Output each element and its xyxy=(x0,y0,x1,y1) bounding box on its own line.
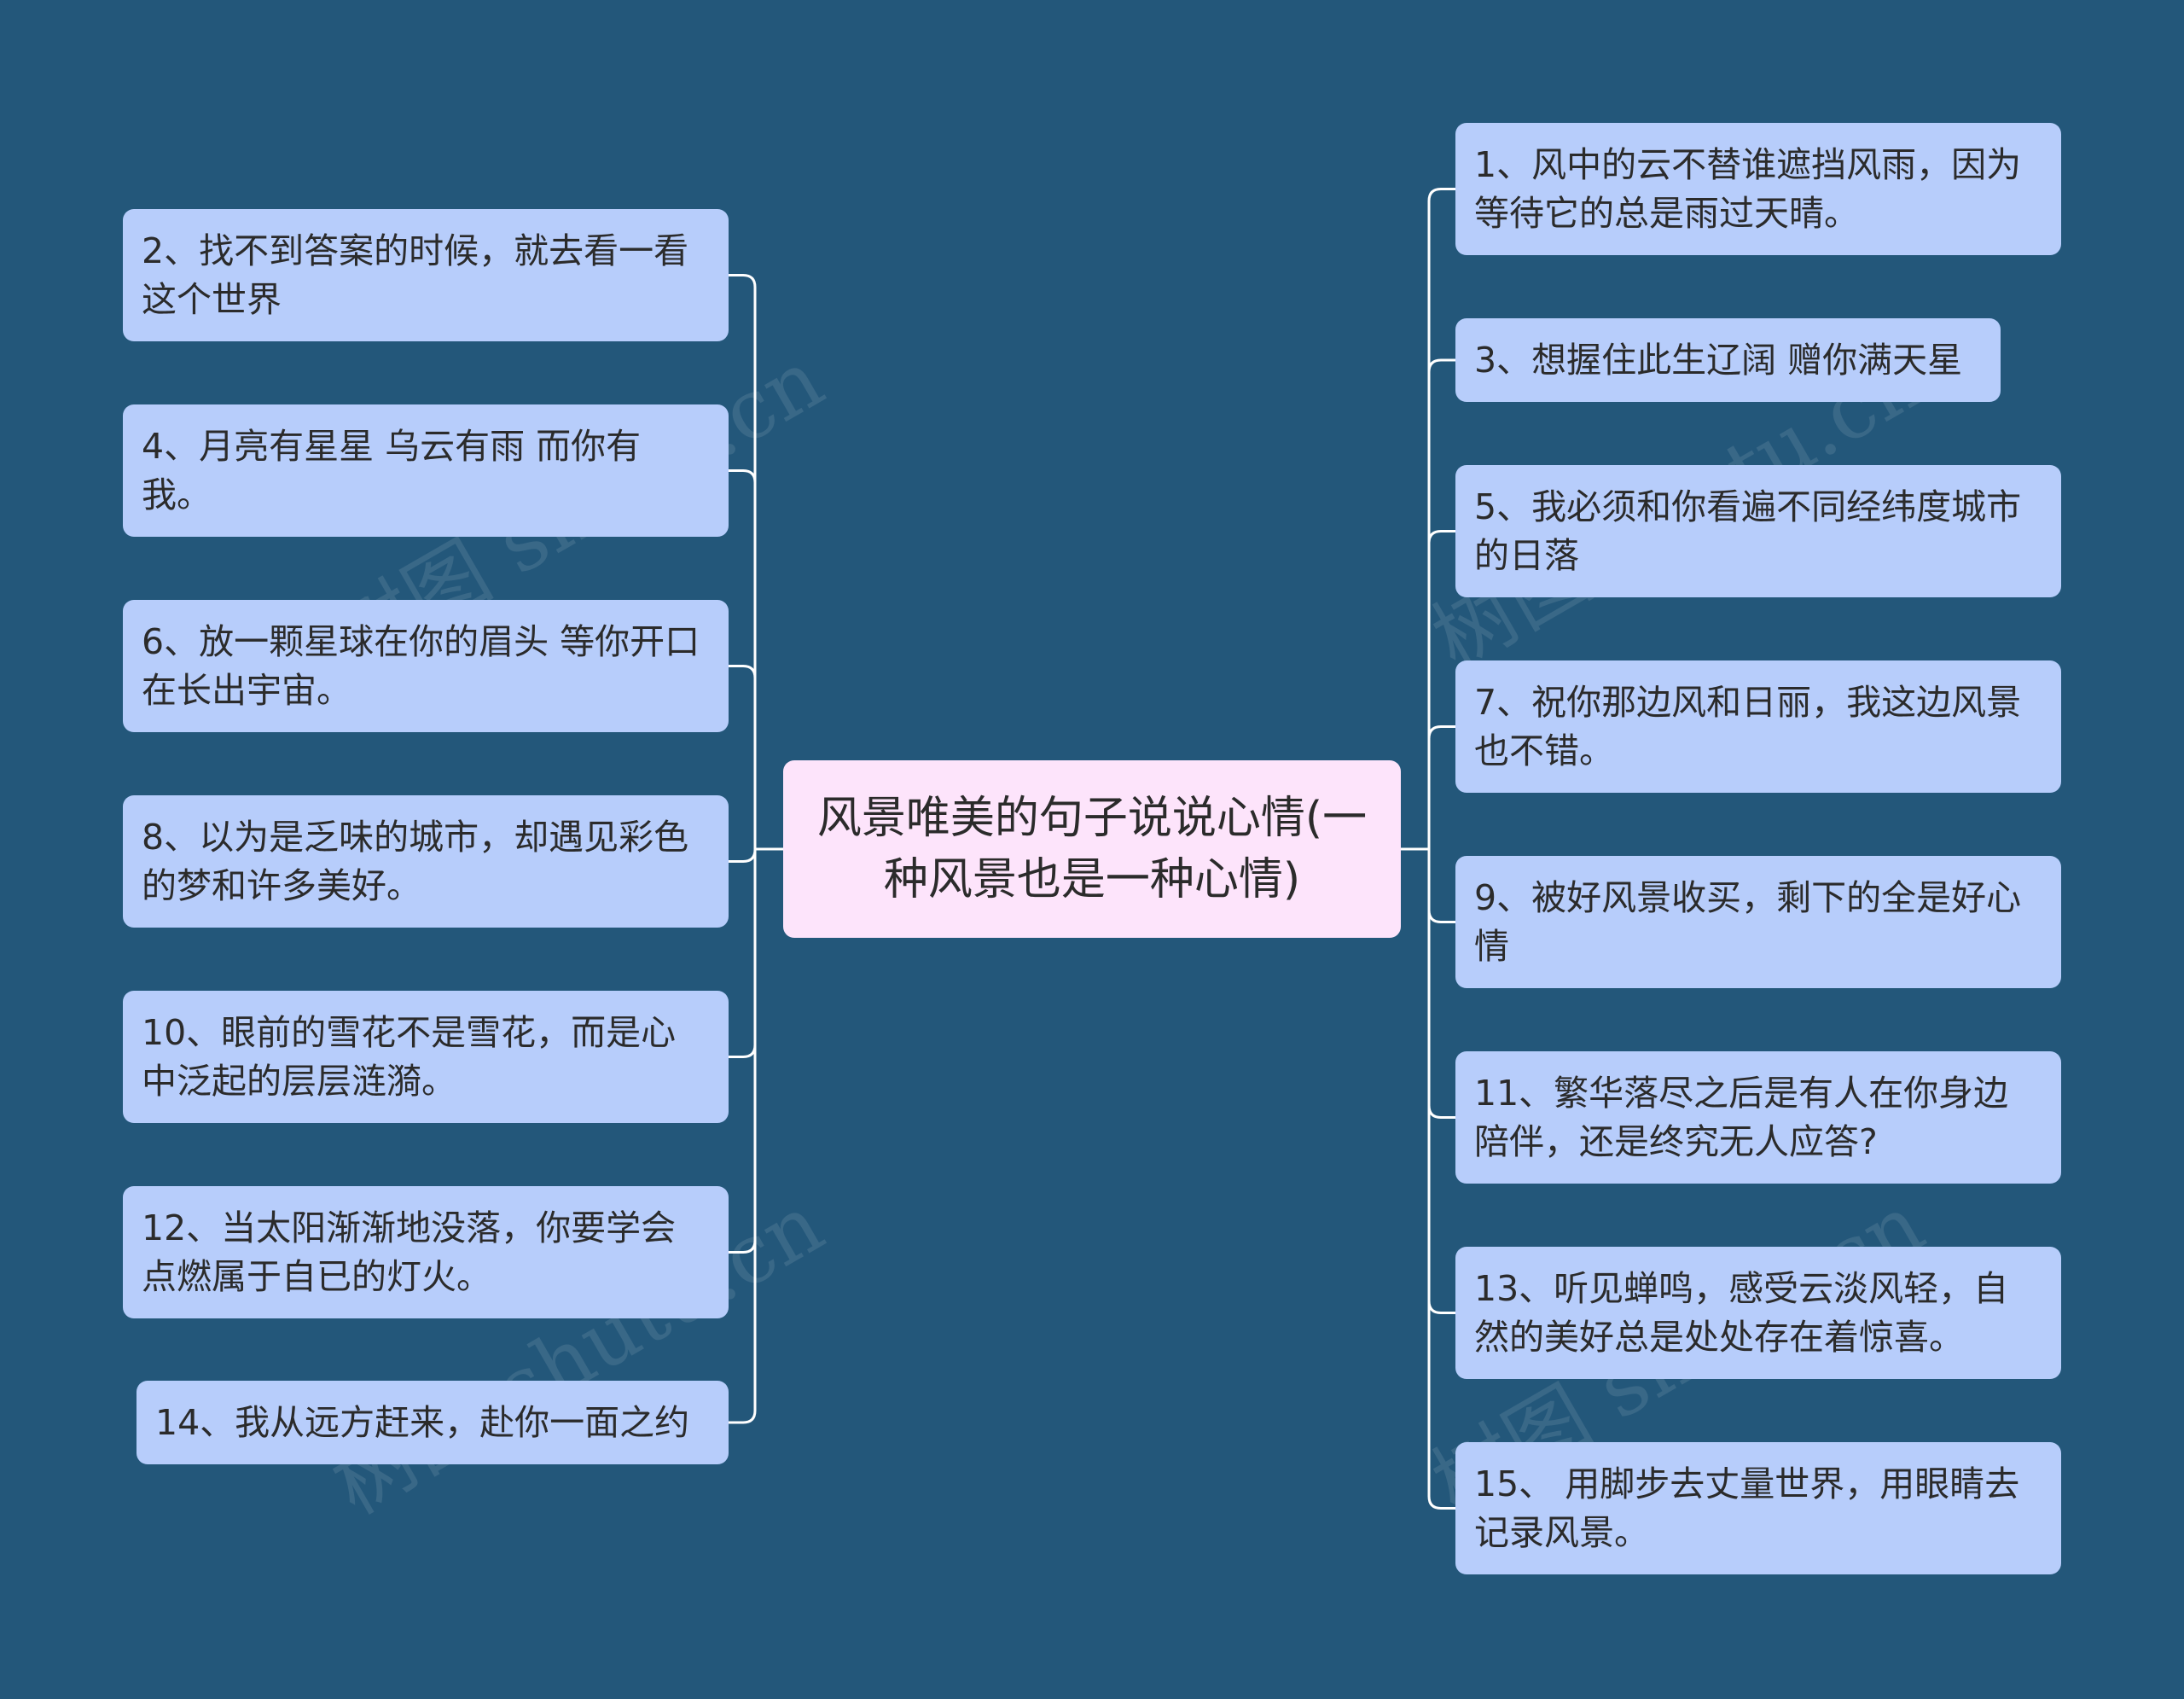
branch-label: 15、 用脚步去丈量世界，用眼睛去记录风景。 xyxy=(1474,1463,2020,1553)
connector-right xyxy=(1427,1496,1455,1510)
branch-node-right[interactable]: 11、繁华落尽之后是有人在你身边陪伴，还是终究无人应答? xyxy=(1455,1051,2061,1184)
connector-right xyxy=(1427,1105,1455,1119)
branch-node-left[interactable]: 8、以为是乏味的城市，却遇见彩色的梦和许多美好。 xyxy=(123,795,729,928)
branch-label: 7、祝你那边风和日丽，我这边风景也不错。 xyxy=(1474,681,2022,771)
connector-right xyxy=(1427,358,1455,373)
branch-node-right[interactable]: 15、 用脚步去丈量世界，用眼睛去记录风景。 xyxy=(1455,1442,2061,1574)
branch-label: 13、听见蝉鸣，感受云淡风轻，自然的美好总是处处存在着惊喜。 xyxy=(1474,1267,2009,1358)
branch-label: 9、被好风景收买，剩下的全是好心情 xyxy=(1474,876,2022,967)
branch-node-left[interactable]: 4、月亮有星星 乌云有雨 而你有我。 xyxy=(123,404,729,537)
connector-right xyxy=(1427,725,1455,739)
connector-left xyxy=(729,274,757,288)
connector-left xyxy=(729,665,757,678)
connector-left xyxy=(729,469,757,483)
branch-label: 8、以为是乏味的城市，却遇见彩色的梦和许多美好。 xyxy=(142,816,689,906)
connector-left xyxy=(729,849,757,863)
connector-right xyxy=(1427,1300,1455,1314)
branch-label: 2、找不到答案的时候，就去看一看这个世界 xyxy=(142,230,689,320)
branch-label: 4、月亮有星星 乌云有雨 而你有我。 xyxy=(142,425,642,515)
connector-left xyxy=(729,1240,757,1254)
branch-node-left[interactable]: 10、眼前的雪花不是雪花，而是心中泛起的层层涟漪。 xyxy=(123,991,729,1123)
branch-label: 3、想握住此生辽阔 赠你满天星 xyxy=(1474,339,1963,381)
branch-node-right[interactable]: 1、风中的云不替谁遮挡风雨，因为等待它的总是雨过天晴。 xyxy=(1455,123,2061,255)
branch-node-left[interactable]: 6、放一颗星球在你的眉头 等你开口在长出宇宙。 xyxy=(123,600,729,732)
branch-label: 10、眼前的雪花不是雪花，而是心中泛起的层层涟漪。 xyxy=(142,1011,677,1102)
connector-left xyxy=(729,1044,757,1058)
branch-label: 6、放一颗星球在你的眉头 等你开口在长出宇宙。 xyxy=(142,620,700,711)
branch-label: 12、当太阳渐渐地没落，你要学会点燃属于自已的灯火。 xyxy=(142,1207,677,1297)
root-topic-label: 风景唯美的句子说说心情(一种风景也是一种心情) xyxy=(816,793,1368,905)
branch-label: 11、繁华落尽之后是有人在你身边陪伴，还是终究无人应答? xyxy=(1474,1072,2009,1162)
branch-node-right[interactable]: 9、被好风景收买，剩下的全是好心情 xyxy=(1455,856,2061,988)
branch-node-right[interactable]: 3、想握住此生辽阔 赠你满天星 xyxy=(1455,318,2001,402)
connector-left xyxy=(729,1410,757,1424)
branch-node-left[interactable]: 14、我从远方赶来，赴你一面之约 xyxy=(136,1381,729,1464)
root-topic[interactable]: 风景唯美的句子说说心情(一种风景也是一种心情) xyxy=(783,760,1401,938)
branch-label: 1、风中的云不替谁遮挡风雨，因为等待它的总是雨过天晴。 xyxy=(1474,143,2022,234)
branch-node-left[interactable]: 2、找不到答案的时候，就去看一看这个世界 xyxy=(123,209,729,341)
branch-node-left[interactable]: 12、当太阳渐渐地没落，你要学会点燃属于自已的灯火。 xyxy=(123,1186,729,1318)
branch-label: 14、我从远方赶来，赴你一面之约 xyxy=(155,1401,690,1443)
connector-right xyxy=(1427,910,1455,923)
branch-label: 5、我必须和你看遍不同经纬度城市的日落 xyxy=(1474,486,2022,576)
branch-node-right[interactable]: 13、听见蝉鸣，感受云淡风轻，自然的美好总是处处存在着惊喜。 xyxy=(1455,1247,2061,1379)
branch-node-right[interactable]: 5、我必须和你看遍不同经纬度城市的日落 xyxy=(1455,465,2061,597)
connector-right xyxy=(1427,188,1455,201)
branch-node-right[interactable]: 7、祝你那边风和日丽，我这边风景也不错。 xyxy=(1455,660,2061,793)
connector-right xyxy=(1427,530,1455,544)
